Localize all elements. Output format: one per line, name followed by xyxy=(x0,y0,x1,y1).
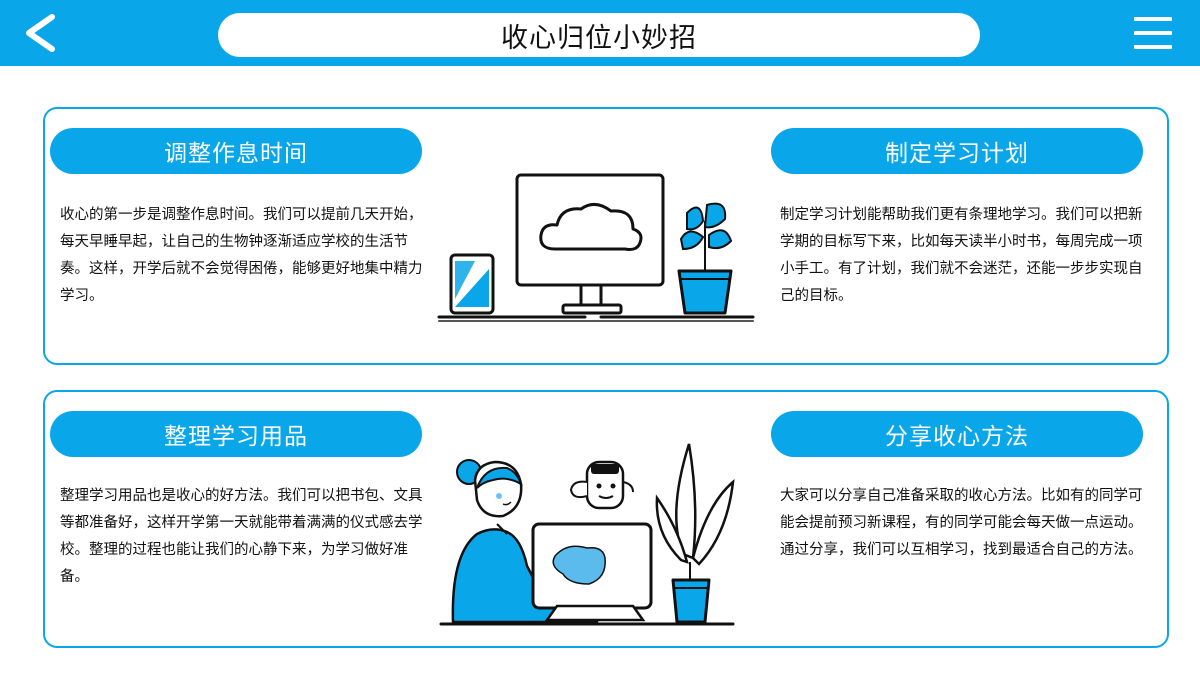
section-text-3: 整理学习用品也是收心的好方法。我们可以把书包、文具等都准备好，这样开学第一天就能… xyxy=(60,488,423,585)
hamburger-menu-icon xyxy=(1134,17,1172,49)
page-title: 收心归位小妙招 xyxy=(501,22,697,54)
chevron-left-icon xyxy=(26,14,55,52)
menu-button[interactable] xyxy=(1132,14,1174,52)
tablet-icon xyxy=(449,253,495,315)
section-title-1: 调整作息时间 xyxy=(50,128,422,174)
potted-plant-icon-2 xyxy=(655,443,735,624)
top-bar: 收心归位小妙招 xyxy=(0,0,1200,66)
laptop-icon xyxy=(531,522,653,622)
bottom-panel: 整理学习用品 整理学习用品也是收心的好方法。我们可以把书包、文具等都准备好，这样… xyxy=(43,390,1169,648)
section-title-4: 分享收心方法 xyxy=(771,411,1143,457)
section-title-3: 整理学习用品 xyxy=(50,411,422,457)
section-text-1: 收心的第一步是调整作息时间。我们可以提前几天开始，每天早睡早起，让自己的生物钟逐… xyxy=(60,207,423,304)
potted-plant-icon xyxy=(677,202,733,315)
robot-face-icon xyxy=(569,460,634,510)
desk-computer-plant-illustration xyxy=(437,173,755,322)
top-panel: 调整作息时间 收心的第一步是调整作息时间。我们可以提前几天开始，每天早睡早起，让… xyxy=(43,107,1169,365)
section-text-4: 大家可以分享自己准备采取的收心方法。比如有的同学可能会提前预习新课程，有的同学可… xyxy=(780,488,1143,558)
student-figure-icon xyxy=(451,459,599,624)
section-text-2: 制定学习计划能帮助我们更有条理地学习。我们可以把新学期的目标写下来，比如每天读半… xyxy=(780,207,1143,304)
cloud-icon xyxy=(539,203,643,251)
back-button[interactable] xyxy=(18,12,62,54)
student-laptop-plant-illustration xyxy=(439,443,735,626)
section-title-2: 制定学习计划 xyxy=(771,128,1143,174)
title-bar: 收心归位小妙招 xyxy=(218,13,980,57)
